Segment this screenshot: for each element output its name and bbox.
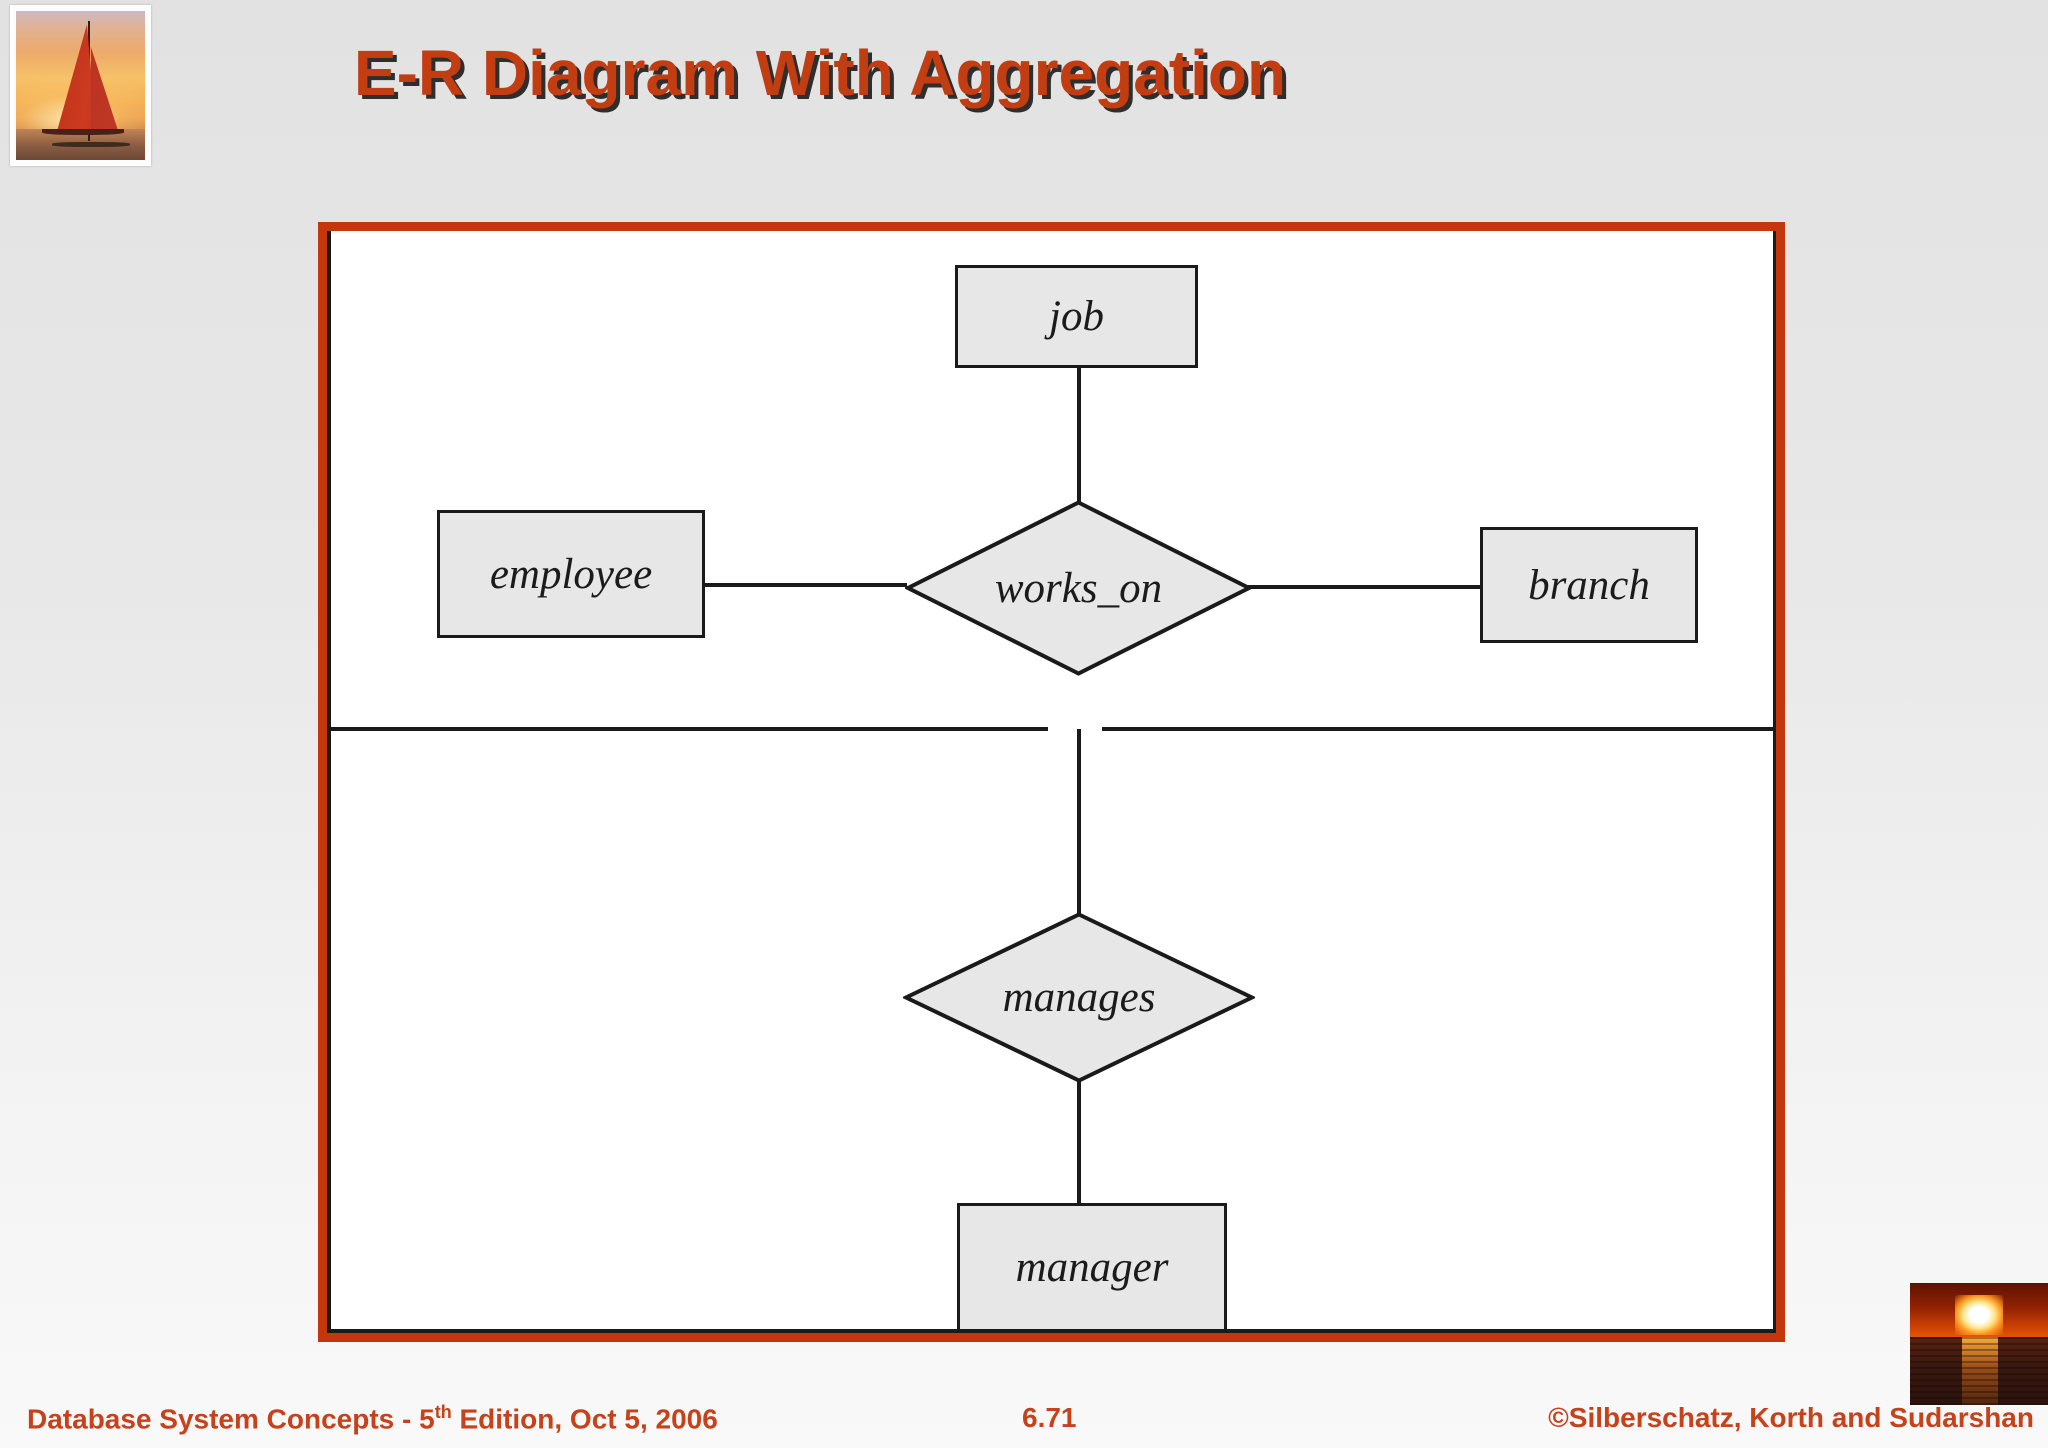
entity-manager-label: manager bbox=[1015, 1244, 1169, 1291]
entity-branch: branch bbox=[1480, 527, 1698, 643]
sun-icon bbox=[1955, 1294, 2003, 1335]
sun-reflection bbox=[1962, 1336, 1999, 1405]
edge-manages-manager bbox=[1077, 1081, 1081, 1205]
boat-outrigger bbox=[52, 142, 130, 147]
relationship-manages: manages bbox=[903, 912, 1255, 1083]
edge-works-on-branch bbox=[1248, 585, 1482, 589]
water-ripples bbox=[1910, 1336, 2048, 1405]
footer-book-title-prefix: Database System Concepts - 5 bbox=[27, 1403, 435, 1435]
aggregation-box-bottom-edge-left bbox=[327, 727, 1048, 731]
aggregation-box-right-border bbox=[1773, 231, 1776, 1333]
er-diagram-panel: job employee branch manager works_on man… bbox=[318, 222, 1785, 1342]
sailboat-photo bbox=[10, 5, 151, 166]
entity-manager: manager bbox=[957, 1203, 1227, 1332]
relationship-manages-label: manages bbox=[1002, 974, 1156, 1021]
entity-job-label: job bbox=[1049, 293, 1104, 340]
entity-employee: employee bbox=[437, 510, 705, 638]
diamond-shape bbox=[903, 912, 1255, 1083]
relationship-works-on: works_on bbox=[905, 500, 1252, 676]
slide-title: E-R Diagram With Aggregation bbox=[353, 37, 1287, 109]
edge-aggregation-manages bbox=[1077, 729, 1081, 915]
footer-page-number: 6.71 bbox=[1022, 1402, 1077, 1433]
entity-job: job bbox=[955, 265, 1198, 368]
entity-branch-label: branch bbox=[1528, 561, 1650, 609]
diamond-shape bbox=[905, 500, 1252, 676]
relationship-works-on-label: works_on bbox=[994, 564, 1163, 612]
footer-copyright: ©Silberschatz, Korth and Sudarshan bbox=[1548, 1402, 2034, 1433]
footer-book-title-suffix: Edition, Oct 5, 2006 bbox=[451, 1403, 718, 1435]
aggregation-box-bottom-edge-right bbox=[1102, 727, 1776, 731]
boat-hull bbox=[41, 128, 125, 136]
ocean-sunset-photo bbox=[1910, 1283, 2048, 1405]
aggregation-box-left-border bbox=[327, 231, 331, 1333]
edge-job-works-on bbox=[1077, 362, 1081, 503]
footer-book-title: Database System Concepts - 5th Edition, … bbox=[27, 1402, 718, 1435]
footer-ordinal-superscript: th bbox=[434, 1402, 452, 1422]
entity-employee-label: employee bbox=[489, 550, 653, 598]
edge-employee-works-on bbox=[697, 583, 907, 587]
sailboat-photo-canvas bbox=[16, 11, 145, 160]
